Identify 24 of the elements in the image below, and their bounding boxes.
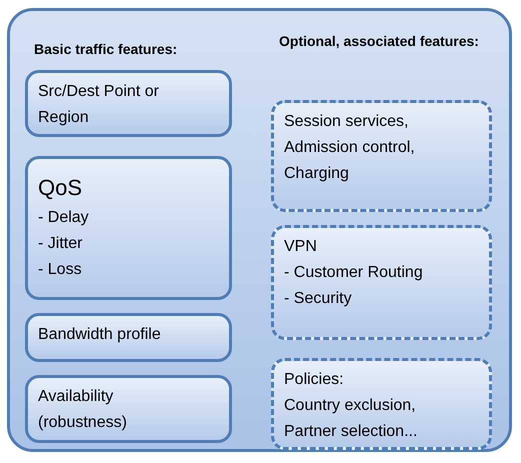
feature-box — [25, 375, 232, 443]
container-box — [7, 8, 512, 452]
feature-text: Policies: — [284, 370, 345, 390]
feature-box — [271, 225, 492, 340]
feature-text: Src/Dest Point or Region — [38, 82, 160, 128]
column-heading: Optional, associated features: — [279, 32, 479, 50]
feature-text: VPN — [284, 237, 318, 257]
feature-text: Partner selection... — [284, 422, 418, 442]
feature-text: - Loss — [38, 260, 83, 280]
feature-text: - Customer Routing — [284, 263, 424, 283]
feature-text: Availability (robustness) — [38, 387, 128, 433]
feature-text: Bandwidth profile — [38, 325, 162, 345]
column-heading: Basic traffic features: — [34, 40, 178, 58]
feature-box — [25, 313, 232, 362]
feature-box — [271, 358, 492, 450]
feature-box — [25, 70, 232, 137]
feature-text: - Security — [284, 289, 353, 309]
feature-text: Session services, Admission control, Charging — [284, 112, 416, 184]
feature-text: Country exclusion, — [284, 396, 417, 416]
feature-text: - Delay — [38, 208, 90, 228]
feature-text: QoS — [38, 174, 84, 202]
feature-text: - Jitter — [38, 234, 84, 254]
feature-box — [271, 100, 492, 212]
feature-box — [25, 156, 232, 300]
